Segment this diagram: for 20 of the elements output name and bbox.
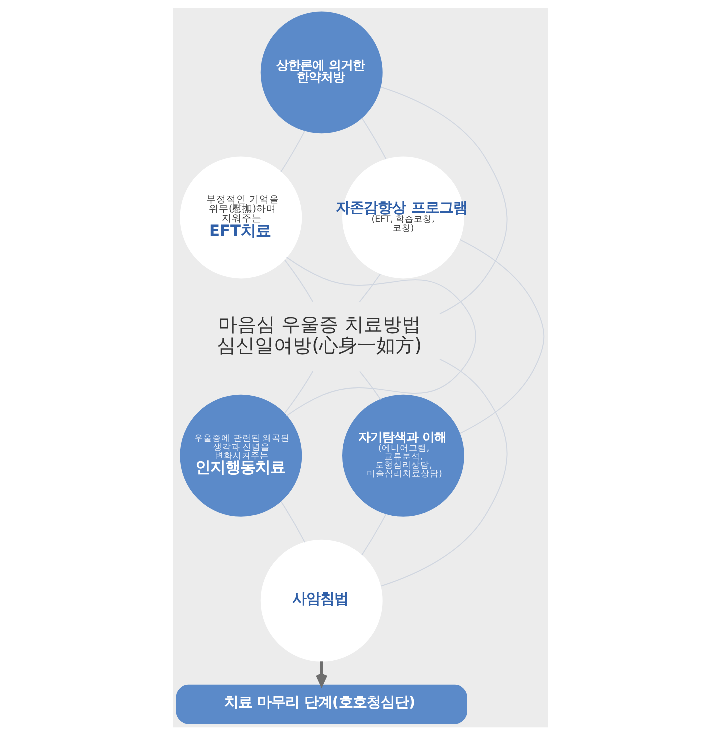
connector <box>459 239 544 434</box>
connector <box>286 257 476 416</box>
connector <box>380 359 508 587</box>
connector <box>280 501 306 544</box>
node-text: 마음심 우울증 치료방법 심신일여방(心身一如方) <box>216 313 422 358</box>
connector <box>284 260 313 302</box>
connector <box>380 86 508 315</box>
connector <box>361 118 386 160</box>
connector <box>361 514 386 556</box>
arrow <box>316 662 328 687</box>
node-circle: 우울증에 관련된 왜곡된 생각과 신념을 변화시켜주는 인지행동치료 <box>180 394 302 517</box>
connector <box>359 371 381 400</box>
node-circle: 사암침법 <box>260 540 382 662</box>
node-circle: 자기탐색과 이해 (에니어그램, 교류분석, 도형심리상담, 미술심리치료상담) <box>342 394 464 517</box>
connector <box>280 130 306 173</box>
connector <box>284 371 314 414</box>
node-circle: 상한론에 의거한 한약처방 <box>260 12 382 134</box>
node-circle: 부정적인 기억을 위무(慰撫)하며 지워주는 EFT치료 <box>180 156 302 279</box>
node-box: 치료 마무리 단계(호호청심단) <box>176 684 467 724</box>
connector <box>358 274 381 303</box>
